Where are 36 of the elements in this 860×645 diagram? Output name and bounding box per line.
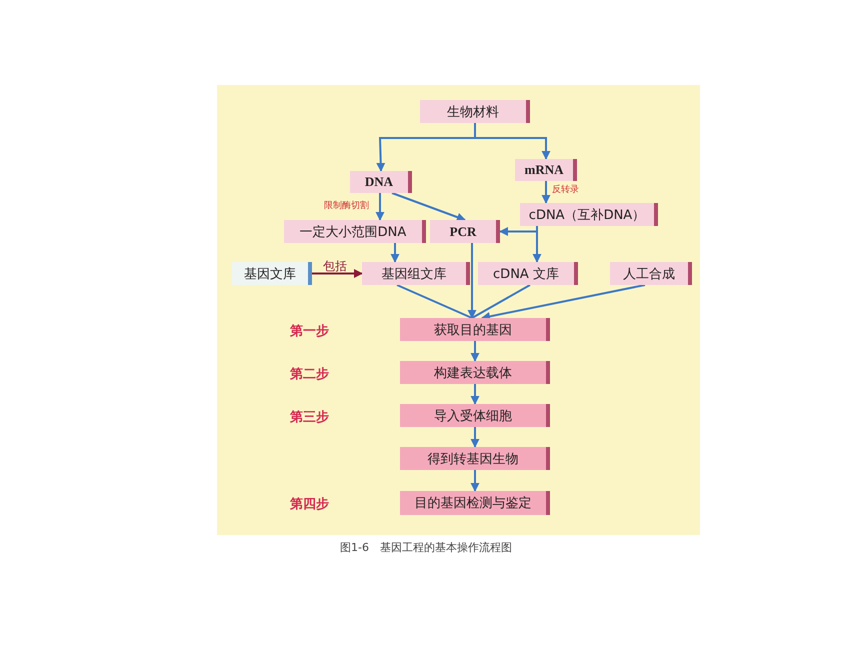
process-box: 得到转基因生物 xyxy=(400,447,550,470)
arrow xyxy=(470,384,480,405)
arrow xyxy=(542,181,550,204)
arrow xyxy=(481,284,646,321)
process-box: mRNA xyxy=(515,159,577,181)
step-label: 第四步 xyxy=(290,496,329,513)
arrow xyxy=(312,269,363,278)
step-label: 第三步 xyxy=(290,409,329,426)
step-label: 第一步 xyxy=(290,323,329,340)
process-box: 目的基因检测与鉴定 xyxy=(400,491,550,515)
step-label: 第二步 xyxy=(290,366,329,383)
process-box: cDNA（互补DNA） xyxy=(520,203,658,226)
edge-label: 反转录 xyxy=(552,186,579,195)
caption: 图1-6 基因工程的基本操作流程图 xyxy=(340,540,512,555)
process-box: 人工合成 xyxy=(610,262,692,285)
arrow xyxy=(470,470,480,492)
process-box: PCR xyxy=(430,220,500,243)
process-box: 导入受体细胞 xyxy=(400,404,550,427)
arrow xyxy=(474,123,550,160)
arrow xyxy=(390,243,400,263)
process-box: DNA xyxy=(350,171,412,193)
process-box: 生物材料 xyxy=(420,100,530,123)
edge-label: 包括 xyxy=(323,260,347,272)
edge-label: 限制酶切割 xyxy=(324,202,369,211)
process-box: 基因文库 xyxy=(232,262,312,285)
arrow xyxy=(468,243,476,319)
arrow xyxy=(499,226,538,236)
process-box: cDNA 文库 xyxy=(478,262,578,285)
process-box: 一定大小范围DNA xyxy=(284,220,426,243)
process-box: 基因组文库 xyxy=(362,262,470,285)
process-box: 获取目的基因 xyxy=(400,318,550,341)
arrow xyxy=(376,193,384,221)
arrow xyxy=(470,427,480,448)
arrow xyxy=(470,341,480,362)
process-box: 构建表达载体 xyxy=(400,361,550,384)
arrow xyxy=(392,192,466,222)
